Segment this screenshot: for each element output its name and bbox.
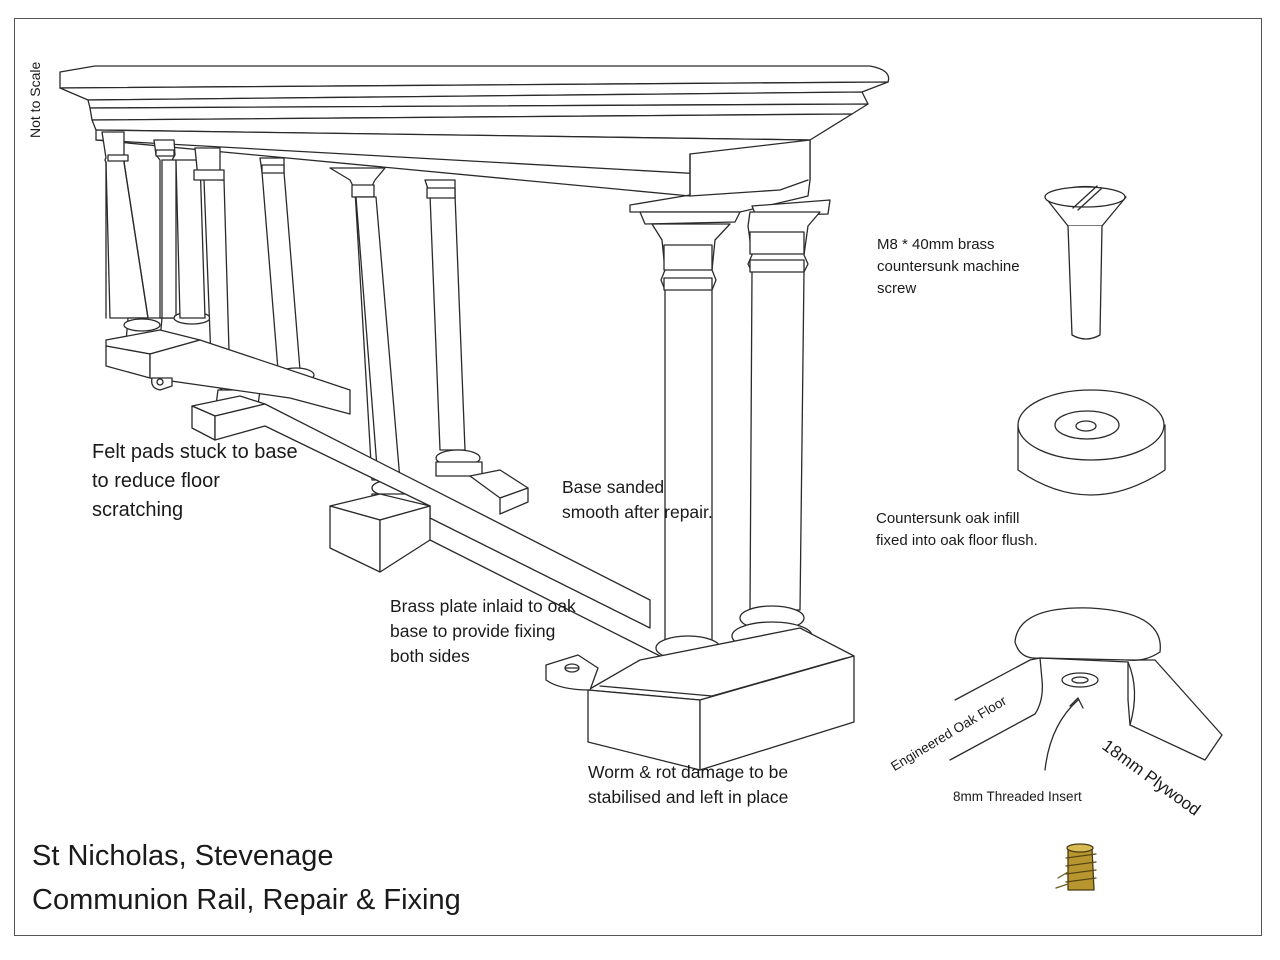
handrail (59, 65, 890, 225)
plinth-base (105, 329, 855, 771)
threaded-insert-label: 8mm Threaded Insert (953, 789, 1082, 804)
drawing-frame (14, 18, 1262, 936)
annotation-line: screw (877, 280, 917, 297)
annotation-line: countersunk machine (877, 258, 1020, 275)
annotation-line: Brass plate inlaid to oak (390, 596, 576, 616)
felt-pads-annotation: Felt pads stuck to base to reduce floor … (92, 438, 298, 525)
annotation-line: base to provide fixing (390, 621, 556, 641)
annotation-line: Felt pads stuck to base (92, 441, 298, 463)
screw-annotation: M8 * 40mm brass countersunk machine scre… (877, 234, 1020, 300)
annotation-line: Base sanded (562, 477, 665, 497)
annotation-line: fixed into oak floor flush. (876, 532, 1038, 549)
page-subtitle: Communion Rail, Repair & Fixing (32, 884, 461, 916)
annotation-line: to reduce floor (92, 470, 220, 492)
threaded-insert-icon (1055, 843, 1097, 891)
page-title: St Nicholas, Stevenage (32, 840, 334, 872)
not-to-scale-label: Not to Scale (27, 61, 43, 138)
annotation-line: scratching (92, 499, 184, 521)
annotation-line: Countersunk oak infill (876, 510, 1020, 527)
floor-section (949, 607, 1223, 771)
countersunk-screw (1044, 185, 1127, 340)
annotation-line: M8 * 40mm brass (877, 236, 995, 253)
annotation-line: stabilised and left in place (588, 787, 789, 807)
base-sanded-annotation: Base sanded smooth after repair. (562, 475, 713, 525)
annotation-line: both sides (390, 646, 470, 666)
oak-infill-annotation: Countersunk oak infill fixed into oak fl… (876, 508, 1038, 552)
annotation-line: smooth after repair. (562, 502, 713, 522)
brass-plate-annotation: Brass plate inlaid to oak base to provid… (390, 594, 576, 669)
worm-rot-annotation: Worm & rot damage to be stabilised and l… (588, 760, 788, 810)
annotation-line: Worm & rot damage to be (588, 762, 789, 782)
oak-infill-plug (1017, 389, 1166, 496)
